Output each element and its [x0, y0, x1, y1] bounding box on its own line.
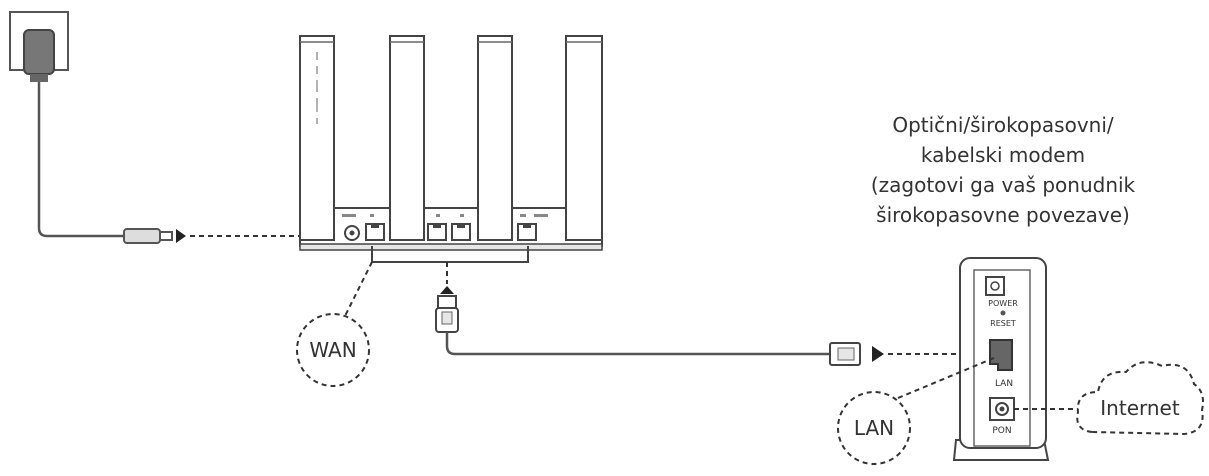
lan-callout-circle [837, 391, 911, 465]
ethernet-plug-icon [829, 342, 861, 366]
modem-power-label: POWER [988, 299, 1018, 308]
router-device [299, 35, 603, 263]
internet-label: Internet [1100, 396, 1180, 420]
lan-arrow-icon [872, 346, 884, 362]
modem-reset-label: RESET [990, 319, 1016, 328]
modem-caption-line: Optični/širokopasovni/ [892, 113, 1114, 137]
modem-lan-label: LAN [995, 379, 1013, 389]
router-antenna [477, 35, 513, 241]
wan-callout-circle [296, 313, 370, 387]
router-antenna [389, 35, 425, 241]
router-ethernet-ports [365, 223, 537, 241]
modem-caption-line: širokopasovne povezave) [876, 203, 1130, 227]
wall-socket-icon [9, 11, 69, 82]
modem-pon-label: PON [992, 426, 1011, 436]
power-arrow-icon [176, 229, 186, 243]
ethernet-cable [445, 332, 832, 356]
ethernet-plug-icon [435, 295, 459, 333]
power-cable [37, 82, 125, 238]
modem-power-button [985, 276, 1005, 296]
lan-label: LAN [854, 416, 894, 440]
wan-arrow-icon [440, 286, 454, 294]
modem-reset-hole [1000, 310, 1006, 316]
internet-cloud-icon [1076, 361, 1204, 436]
wan-callout-line [343, 261, 373, 319]
modem-caption: Optični/širokopasovni/ kabelski modem (z… [838, 110, 1168, 230]
router-antenna [565, 35, 603, 241]
wan-label: WAN [309, 338, 356, 362]
modem-lan-port [989, 339, 1013, 371]
power-plug-icon [123, 228, 173, 244]
modem-caption-line: (zagotovi ga vaš ponudnik [870, 173, 1136, 197]
modem-device: POWER RESET LAN PON [952, 257, 1050, 461]
modem-caption-line: kabelski modem [920, 143, 1086, 167]
